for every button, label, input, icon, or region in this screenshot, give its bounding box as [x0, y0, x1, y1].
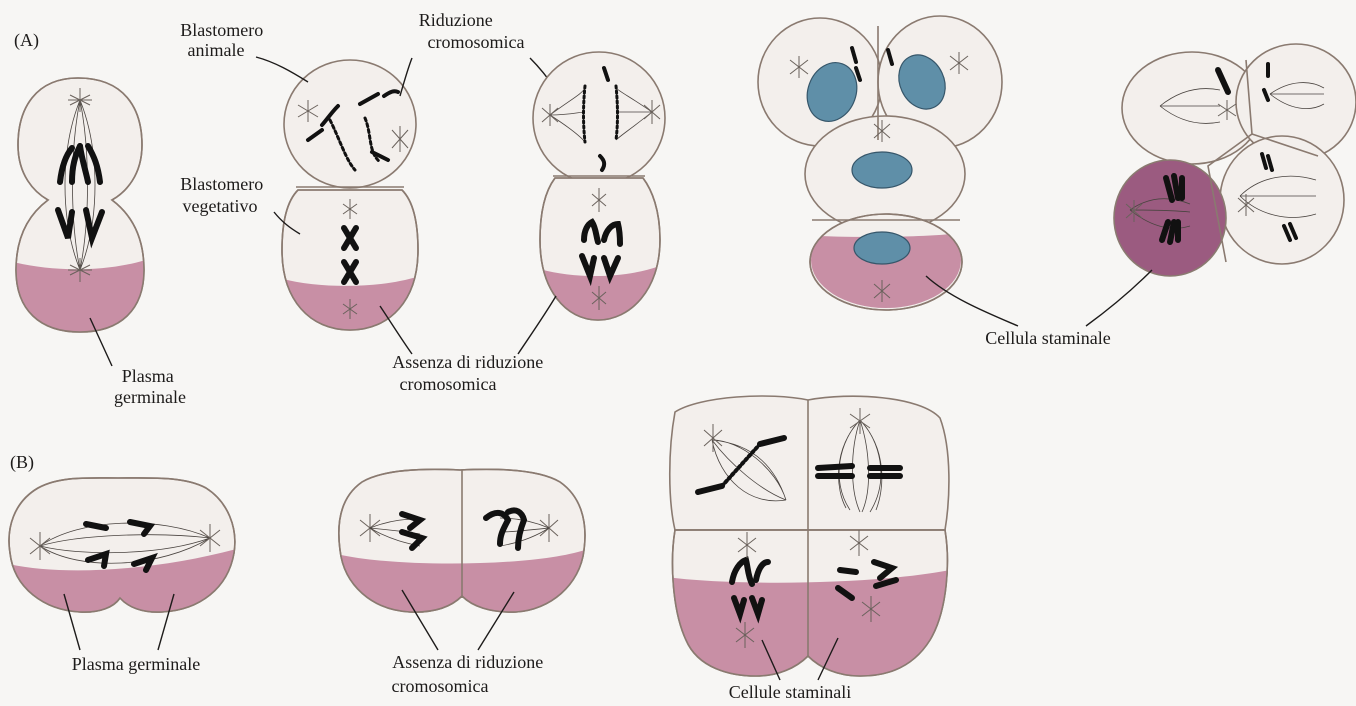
panel-label-a: (A) — [14, 30, 39, 51]
leader-blastomero-animale — [256, 57, 308, 82]
embryo-a1 — [0, 78, 160, 340]
label-plasma-germinale-b: Plasma germinale — [72, 654, 200, 674]
label-blastomero-vegetativo: Blastomero vegetativo — [180, 174, 268, 216]
panel-label-b: (B) — [10, 452, 34, 473]
label-cellule-staminali: Cellule staminali — [729, 682, 851, 702]
label-cellula-staminale: Cellula staminale — [985, 328, 1110, 348]
label-assenza-riduzione-b: Assenza di riduzione cromosomica — [392, 652, 548, 696]
leader-cellula-staminale-2 — [1086, 270, 1152, 326]
label-assenza-riduzione-a: Assenza di riduzione cromosomica — [392, 352, 547, 394]
label-plasma-germinale-a: Plasma germinale — [114, 366, 186, 407]
leader-assenza-riduzione-a-2 — [518, 296, 556, 354]
label-blastomero-animale: Blastomero animale — [180, 20, 268, 60]
embryo-a3 — [530, 52, 670, 330]
leader-assenza-riduzione-a-1 — [380, 306, 412, 354]
embryo-b2 — [330, 469, 590, 620]
embryo-b1 — [0, 478, 240, 620]
embryo-a4 — [758, 16, 1002, 320]
label-riduzione-cromosomica: Riduzione cromosomica — [419, 10, 525, 52]
embryo-a2 — [270, 60, 430, 340]
embryo-b3 — [660, 396, 960, 690]
embryo-a5 — [1114, 44, 1356, 276]
